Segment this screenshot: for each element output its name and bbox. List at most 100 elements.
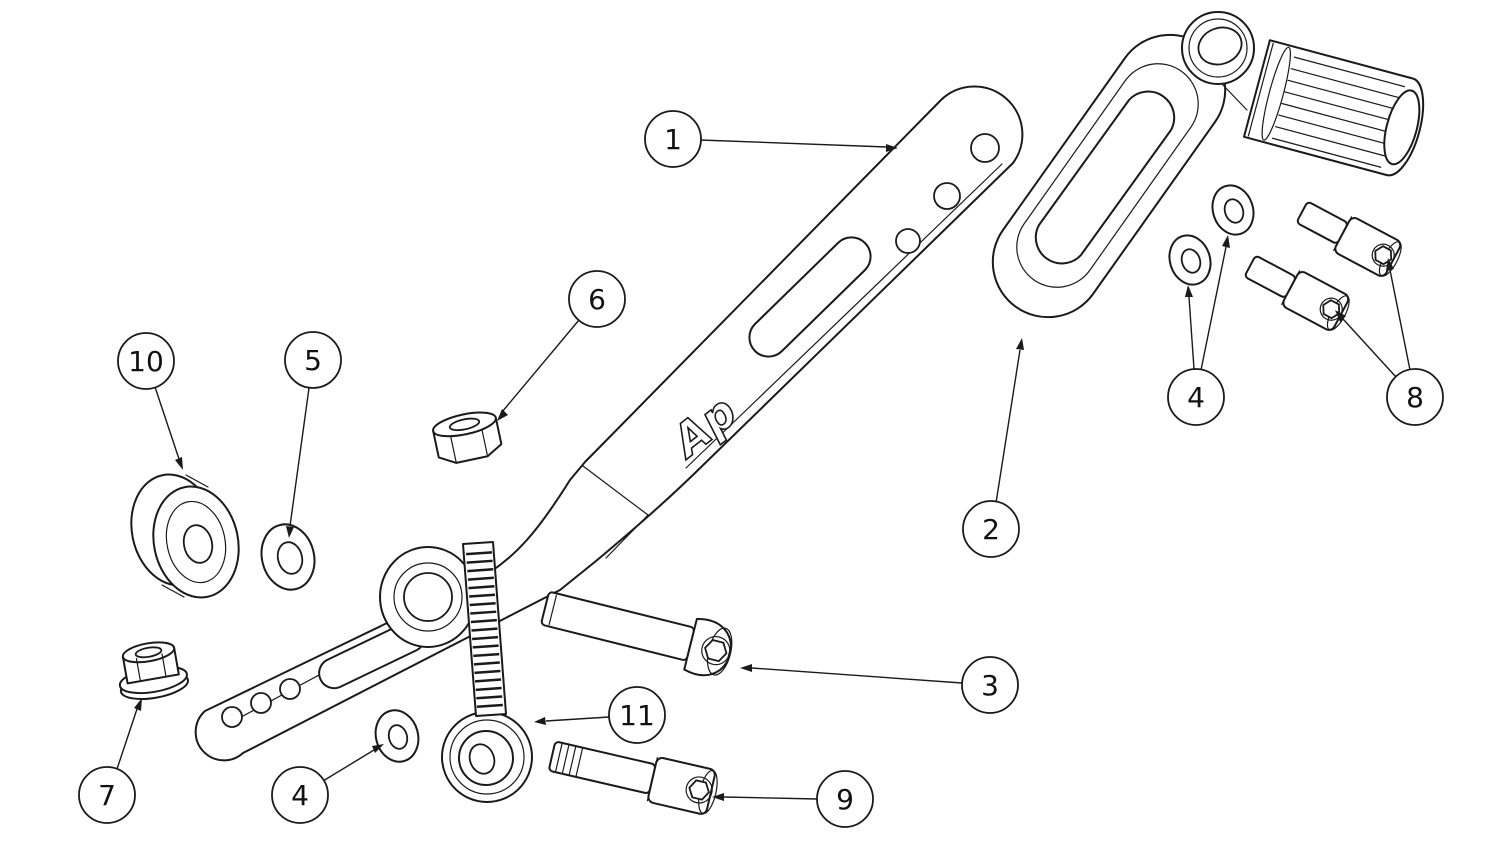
bracket-rib <box>1016 63 1199 288</box>
callout-6: 6 <box>497 270 626 421</box>
callout-number: 2 <box>982 513 1000 546</box>
leader-arrowhead <box>886 144 898 152</box>
nut-facet-line <box>450 435 457 464</box>
flanged-nut-facet <box>135 657 142 682</box>
callout-number: 4 <box>1187 381 1205 414</box>
leader-arrowhead <box>497 409 508 421</box>
spline-line <box>1275 126 1394 159</box>
callout-number: 1 <box>664 123 682 156</box>
callout-4-lower: 4 <box>271 744 384 824</box>
part-4-washer-upper-a <box>1168 234 1212 286</box>
nut-bore <box>448 417 481 432</box>
part-8-socket-head-screw-b <box>1244 255 1350 331</box>
part-5-washer <box>260 523 316 591</box>
callout-balloon <box>816 770 874 828</box>
roller-groove <box>165 500 227 584</box>
arm-tip-hole <box>250 692 272 714</box>
arm-tip-hole <box>279 678 301 700</box>
socket-ring <box>701 635 731 666</box>
spline-line <box>1271 137 1382 168</box>
rod-end-bore <box>468 743 496 775</box>
arm-slot-upper <box>748 236 872 358</box>
shaft-collar-line <box>1247 42 1274 137</box>
lever-arm-outline <box>194 85 1024 762</box>
thread-line <box>561 744 570 774</box>
leader-arrowhead <box>1185 285 1193 297</box>
spline-line <box>1293 56 1406 88</box>
spline-line <box>1290 68 1410 101</box>
callout-11: 11 <box>534 686 666 744</box>
spline-line <box>1287 79 1412 114</box>
thread-line <box>555 743 563 772</box>
thread-line <box>568 745 577 776</box>
leader-line <box>751 667 963 684</box>
callout-4-upper: 4 <box>1167 235 1230 426</box>
leader-arrowhead <box>1222 235 1230 248</box>
clamp-slit <box>1221 83 1248 111</box>
callouts: 1 2 3 4 5 <box>78 110 1444 828</box>
hex-socket <box>1374 245 1393 266</box>
head-face-line <box>1281 270 1301 305</box>
splined-shaft <box>1242 39 1425 177</box>
callout-number: 11 <box>619 699 655 732</box>
bracket-boss-hole <box>1197 26 1243 66</box>
callout-8: 8 <box>1335 258 1444 426</box>
arm-hole <box>970 133 1000 163</box>
socket-ring <box>1371 243 1395 267</box>
pivot-boss-ring <box>393 562 463 632</box>
part-3-button-head-screw <box>540 591 733 677</box>
callout-5: 5 <box>284 331 342 538</box>
callout-7: 7 <box>78 698 142 824</box>
leader-arrowhead <box>372 744 384 753</box>
pivot-boss-bore <box>403 572 453 622</box>
callout-balloon <box>608 686 666 744</box>
flanged-nut-facet <box>161 653 167 678</box>
leader-arrowhead <box>534 717 546 725</box>
arm-bend-crease <box>582 465 649 559</box>
part-11-rod-end-bearing <box>441 541 533 803</box>
part-2-mount-bracket <box>991 11 1425 319</box>
callout-3: 3 <box>740 656 1019 714</box>
washer-bore <box>387 724 409 750</box>
arm-hole <box>895 228 921 254</box>
callout-balloon <box>644 110 702 168</box>
callout-10: 10 <box>117 332 183 470</box>
washer-bore <box>1223 198 1245 224</box>
part-4-washer-upper-b <box>1211 184 1255 236</box>
washer-bore <box>1180 248 1202 274</box>
hex-socket <box>704 639 728 663</box>
callout-2: 2 <box>962 338 1024 558</box>
spline-line <box>1278 114 1402 149</box>
part-1-shift-lever-arm: Ap <box>194 85 1024 762</box>
leader-line <box>1200 246 1227 371</box>
head-face-line <box>1333 216 1353 251</box>
arm-hole <box>933 182 961 210</box>
screw-shank <box>540 591 695 661</box>
callout-1: 1 <box>644 110 898 168</box>
head-face-line <box>646 757 658 802</box>
callout-balloon <box>1386 368 1444 426</box>
callout-balloon <box>962 500 1020 558</box>
nut-facet-line <box>481 429 489 457</box>
callout-balloon <box>78 766 136 824</box>
callout-number: 4 <box>291 779 309 812</box>
leader-arrowhead <box>1016 338 1024 350</box>
leader-arrowhead <box>134 698 142 711</box>
screw-shank <box>548 741 656 794</box>
leader-line <box>1389 269 1411 371</box>
part-6-hex-nut <box>432 411 503 464</box>
leader-line <box>154 386 180 460</box>
callout-balloon <box>961 656 1019 714</box>
part-8-socket-head-screw-a <box>1296 201 1402 277</box>
socket-ring <box>685 776 713 804</box>
flanged-nut-bore <box>134 646 163 659</box>
rod-end-housing-ring <box>449 719 525 795</box>
callout-number: 10 <box>128 345 164 378</box>
shaft-collar-ring <box>1261 46 1291 141</box>
callout-balloon <box>117 332 175 390</box>
callout-balloon <box>284 331 342 389</box>
callout-balloon <box>568 270 626 328</box>
part-10-roller-spacer <box>130 473 240 599</box>
roller-top-edge <box>185 474 209 488</box>
